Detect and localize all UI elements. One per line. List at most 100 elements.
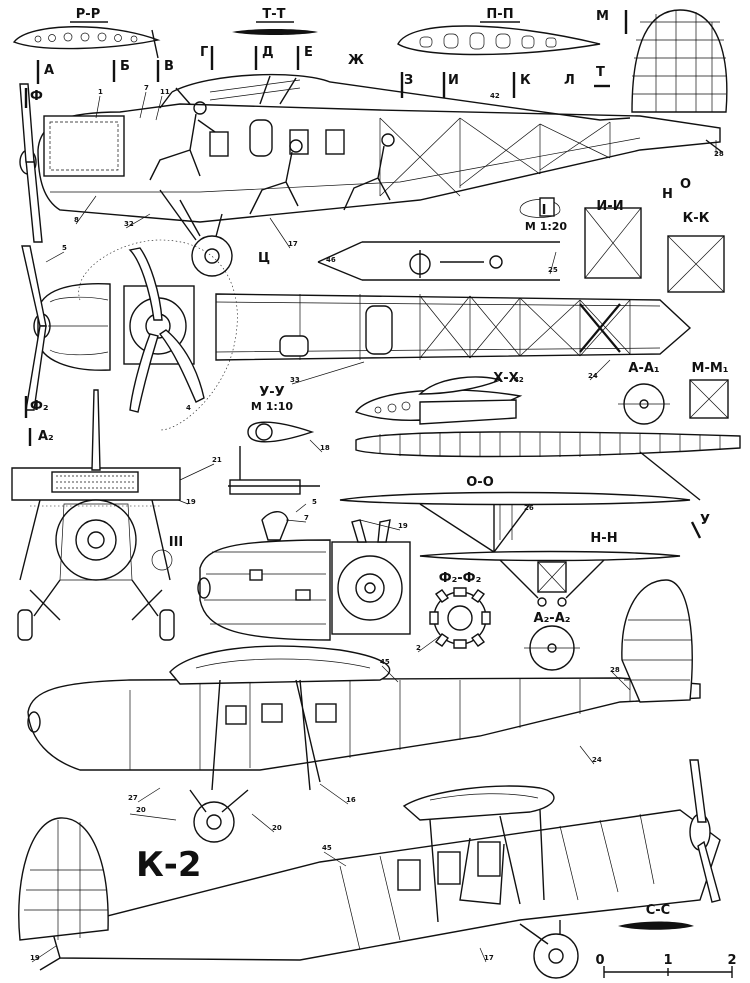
callout: 19 (30, 954, 40, 962)
callout: 33 (290, 376, 300, 384)
callout: 25 (548, 266, 558, 274)
callout: 17 (288, 240, 298, 248)
side-view-lower (27, 579, 701, 843)
passenger-figure-1 (249, 139, 303, 215)
callout: 28 (610, 666, 620, 674)
callout: 21 (212, 456, 222, 464)
cut-letter: Г (200, 45, 208, 60)
cut-letter: Н (662, 187, 673, 202)
radial-engine-section (429, 587, 491, 649)
callout: 20 (136, 806, 146, 814)
callout: 42 (514, 376, 524, 384)
callout: 7 (304, 514, 309, 522)
cut-letter: Е (304, 45, 313, 60)
section-aa1-circle (618, 383, 670, 425)
cut-letter: З (404, 73, 413, 88)
callout: 28 (714, 150, 724, 158)
wing-plan-strip (355, 431, 741, 501)
callout: 5 (312, 498, 317, 506)
callout: 32 (124, 220, 134, 228)
side-view-upper (19, 9, 728, 277)
section-label-nn: Н-Н (590, 531, 617, 546)
section-rr-airfoil (12, 26, 161, 59)
section-label-pp: П-П (486, 7, 513, 22)
cut-letter: Ф₂ (30, 399, 49, 414)
cut-letter: А₂ (38, 429, 54, 444)
cut-letter: Ф (30, 89, 43, 104)
section-oo-wing (339, 491, 691, 553)
section-label-kk: К-К (683, 211, 710, 226)
scale-tick-label: 0 (595, 953, 604, 968)
section-label-oo: О-О (466, 475, 494, 490)
nose-detail-side (197, 511, 331, 641)
front-view-aircraft (11, 389, 181, 641)
pilot-figure (149, 101, 216, 181)
callout: 42 (490, 92, 500, 100)
plan-view-fuselage (215, 293, 692, 361)
section-kk-frame (667, 235, 725, 293)
callout: 8 (74, 216, 79, 224)
callout: 4 (186, 404, 191, 412)
section-label-ii: И-И (596, 199, 623, 214)
section-ii-frame (584, 207, 642, 279)
section-label-mm1: М-М₁ (692, 361, 729, 376)
scale-tick-label: 2 (727, 953, 736, 968)
section-pp-airfoil (397, 25, 601, 56)
perspective-view (18, 759, 721, 979)
callout: 16 (346, 796, 356, 804)
callout: 19 (398, 522, 408, 530)
callout: 2 (416, 644, 421, 652)
passenger-figure-2 (343, 133, 395, 211)
scale-label-uu: М 1:10 (251, 400, 293, 413)
engine-front-detail (331, 519, 411, 635)
scale-label-detail-i: М 1:20 (525, 220, 567, 233)
cut-letter: Ж (348, 53, 364, 68)
cut-letter: Д (262, 45, 274, 60)
scale-bar (603, 966, 733, 978)
section-label-aa1: А-А₁ (628, 361, 659, 376)
section-label-tt: Т-Т (262, 7, 285, 22)
callout: 17 (484, 954, 494, 962)
front-view-engine (21, 239, 238, 431)
cut-letter: И (448, 73, 459, 88)
callout: 45 (380, 658, 390, 666)
detail-label-iii: III (169, 535, 184, 550)
callout: 20 (272, 824, 282, 832)
cut-letter: А (44, 63, 54, 78)
callout: 27 (128, 794, 138, 802)
section-a2a2-wheel (524, 625, 580, 671)
callout: 5 (62, 244, 67, 252)
detail-label-i: I (542, 203, 547, 218)
callout: 11 (160, 88, 170, 96)
callout: 46 (326, 256, 336, 264)
cut-letter: О (680, 177, 691, 192)
cut-letter: К (520, 73, 531, 88)
section-label-xx: Х-Х (493, 371, 518, 386)
section-nn-wing (419, 550, 681, 607)
cut-letter: Б (120, 59, 130, 74)
detail-i-linkage (317, 197, 561, 281)
callout: 24 (588, 372, 598, 380)
cut-letter: М (596, 9, 609, 24)
callout: 24 (592, 756, 602, 764)
callout: 19 (186, 498, 196, 506)
callout: 45 (322, 844, 332, 852)
section-label-cc: С-С (646, 903, 670, 918)
cut-letter: У (700, 513, 710, 528)
aircraft-title: К-2 (136, 845, 202, 885)
cut-letter: Л (564, 73, 575, 88)
cut-letter: Ц (258, 251, 270, 266)
section-uu-strut (228, 421, 320, 495)
callout: 7 (144, 84, 149, 92)
section-label-f2f2: Ф₂-Ф₂ (439, 571, 482, 586)
section-label-rr: Р-Р (76, 7, 100, 22)
cut-letter: В (164, 59, 174, 74)
section-label-a2a2: А₂-А₂ (534, 611, 571, 626)
section-cc-airfoil (618, 921, 694, 930)
callout: 26 (524, 504, 534, 512)
scale-tick-label: 1 (663, 953, 672, 968)
cut-letter: Т (596, 65, 605, 80)
section-label-uu: У-У (259, 385, 284, 400)
